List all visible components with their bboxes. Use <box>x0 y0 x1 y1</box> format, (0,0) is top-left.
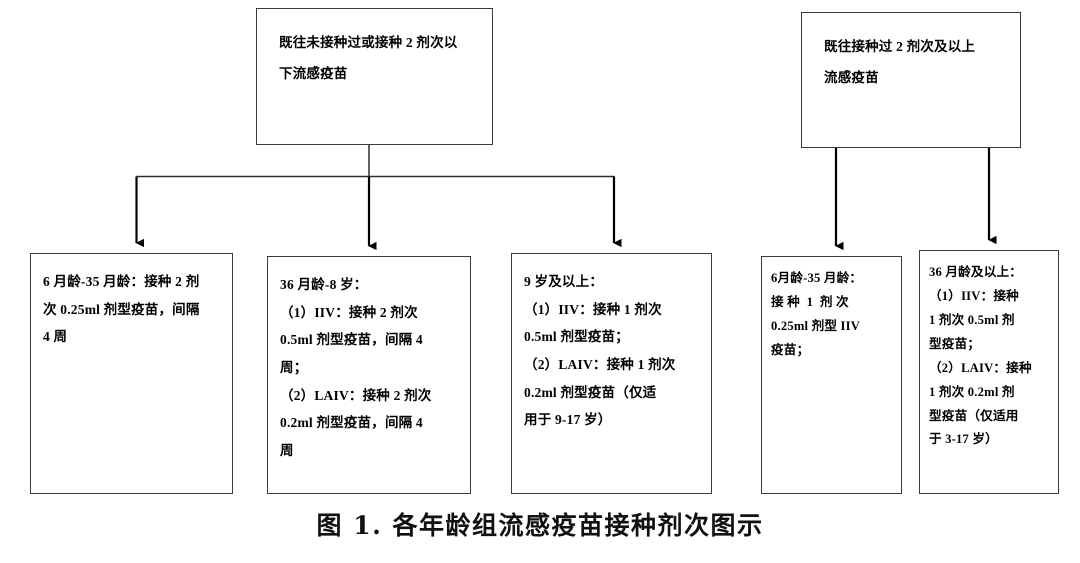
leaf-box-age-9y-and-above: 9 岁及以上： （1）IIV：接种 1 剂次 0.5ml 剂型疫苗； （2）LA… <box>511 253 712 494</box>
root-box-prior-two-or-more-doses: 既往接种过 2 剂次及以上 流感疫苗 <box>801 12 1021 148</box>
leaf-box-age-6m-35m-right: 6月龄-35 月龄： 接 种 1 剂 次 0.25ml 剂型 IIV 疫苗； <box>761 256 902 494</box>
root-box-no-prior-vaccination: 既往未接种过或接种 2 剂次以 下流感疫苗 <box>256 8 493 145</box>
leaf-box-age-6m-35m-left: 6 月龄-35 月龄：接种 2 剂 次 0.25ml 剂型疫苗，间隔 4 周 <box>30 253 233 494</box>
figure-caption: 图 1. 各年龄组流感疫苗接种剂次图示 <box>316 511 764 540</box>
leaf-box-age-36m-and-above: 36 月龄及以上： （1）IIV：接种 1 剂次 0.5ml 剂 型疫苗； （2… <box>919 250 1059 494</box>
leaf-box-age-36m-8y: 36 月龄-8 岁： （1）IIV：接种 2 剂次 0.5ml 剂型疫苗，间隔 … <box>267 256 471 494</box>
